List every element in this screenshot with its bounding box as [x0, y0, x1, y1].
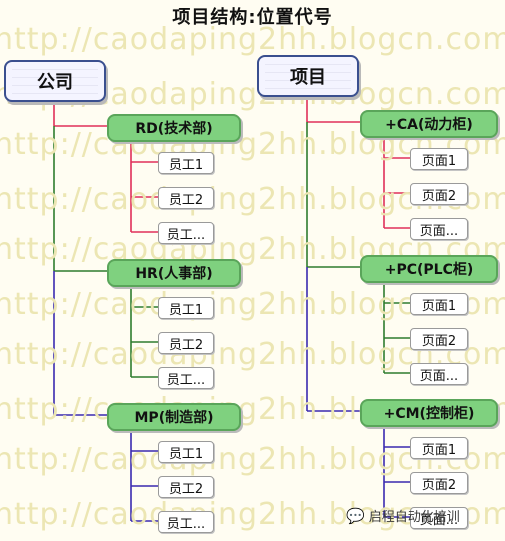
- category-node[interactable]: +CM(控制柜): [360, 399, 498, 427]
- leaf-node[interactable]: 页面1: [410, 437, 468, 459]
- root-node-texture: [265, 57, 351, 95]
- leaf-node-label: 页面2: [421, 477, 457, 493]
- category-node-label: +CM(控制柜): [383, 406, 475, 422]
- leaf-node[interactable]: 员工1: [158, 297, 214, 319]
- leaf-node-label: 页面1: [421, 442, 457, 458]
- leaf-node-label: 页面...: [419, 368, 459, 384]
- leaf-node[interactable]: 页面2: [410, 328, 468, 350]
- diagram-title: 项目结构:位置代号: [172, 7, 333, 28]
- leaf-node[interactable]: 页面2: [410, 183, 468, 205]
- leaf-node[interactable]: 页面2: [410, 472, 468, 494]
- root-node[interactable]: 公司: [4, 60, 106, 102]
- leaf-node[interactable]: 页面...: [410, 507, 468, 529]
- footer-credit: 💬 启程自动化培训: [346, 506, 460, 526]
- leaf-node-label: 页面1: [421, 298, 457, 314]
- footer-text: 启程自动化培训: [368, 510, 460, 525]
- leaf-node-label: 页面2: [421, 333, 457, 349]
- leaf-node[interactable]: 页面...: [410, 363, 468, 385]
- category-node[interactable]: MP(制造部): [107, 403, 241, 431]
- category-node-label: MP(制造部): [134, 410, 214, 426]
- leaf-node-label: 员工...: [166, 516, 206, 532]
- leaf-node-label: 员工...: [166, 372, 206, 388]
- category-node[interactable]: HR(人事部): [107, 259, 241, 287]
- leaf-node[interactable]: 页面1: [410, 148, 468, 170]
- leaf-node[interactable]: 员工1: [158, 441, 214, 463]
- leaf-node[interactable]: 员工2: [158, 476, 214, 498]
- root-node-texture: [12, 62, 98, 100]
- category-node[interactable]: RD(技术部): [107, 114, 241, 142]
- category-node-label: +CA(动力柜): [385, 117, 473, 133]
- wechat-icon: 💬: [346, 506, 365, 525]
- leaf-node[interactable]: 员工2: [158, 332, 214, 354]
- leaf-node-label: 页面1: [421, 153, 457, 169]
- leaf-node-label: 员工1: [168, 302, 204, 318]
- leaf-node[interactable]: 员工1: [158, 152, 214, 174]
- category-node[interactable]: +CA(动力柜): [360, 110, 498, 138]
- leaf-node[interactable]: 员工...: [158, 222, 214, 244]
- leaf-node[interactable]: 页面1: [410, 293, 468, 315]
- leaf-node-label: 页面...: [419, 512, 459, 528]
- leaf-node[interactable]: 员工2: [158, 187, 214, 209]
- leaf-node[interactable]: 员工...: [158, 511, 214, 533]
- category-node-label: HR(人事部): [135, 266, 213, 282]
- root-node-label: 项目: [290, 67, 326, 88]
- leaf-node[interactable]: 页面...: [410, 218, 468, 240]
- leaf-node-label: 员工...: [166, 227, 206, 243]
- root-node-label: 公司: [37, 72, 73, 93]
- leaf-node[interactable]: 员工...: [158, 367, 214, 389]
- category-node-label: +PC(PLC柜): [384, 262, 474, 278]
- category-node[interactable]: +PC(PLC柜): [360, 255, 498, 283]
- leaf-node-label: 员工2: [168, 481, 204, 497]
- leaf-node-label: 员工2: [168, 337, 204, 353]
- leaf-node-label: 员工1: [168, 446, 204, 462]
- root-node[interactable]: 项目: [257, 55, 359, 97]
- leaf-node-label: 页面...: [419, 223, 459, 239]
- leaf-node-label: 页面2: [421, 188, 457, 204]
- leaf-node-label: 员工2: [168, 192, 204, 208]
- leaf-node-label: 员工1: [168, 157, 204, 173]
- category-node-label: RD(技术部): [135, 121, 213, 137]
